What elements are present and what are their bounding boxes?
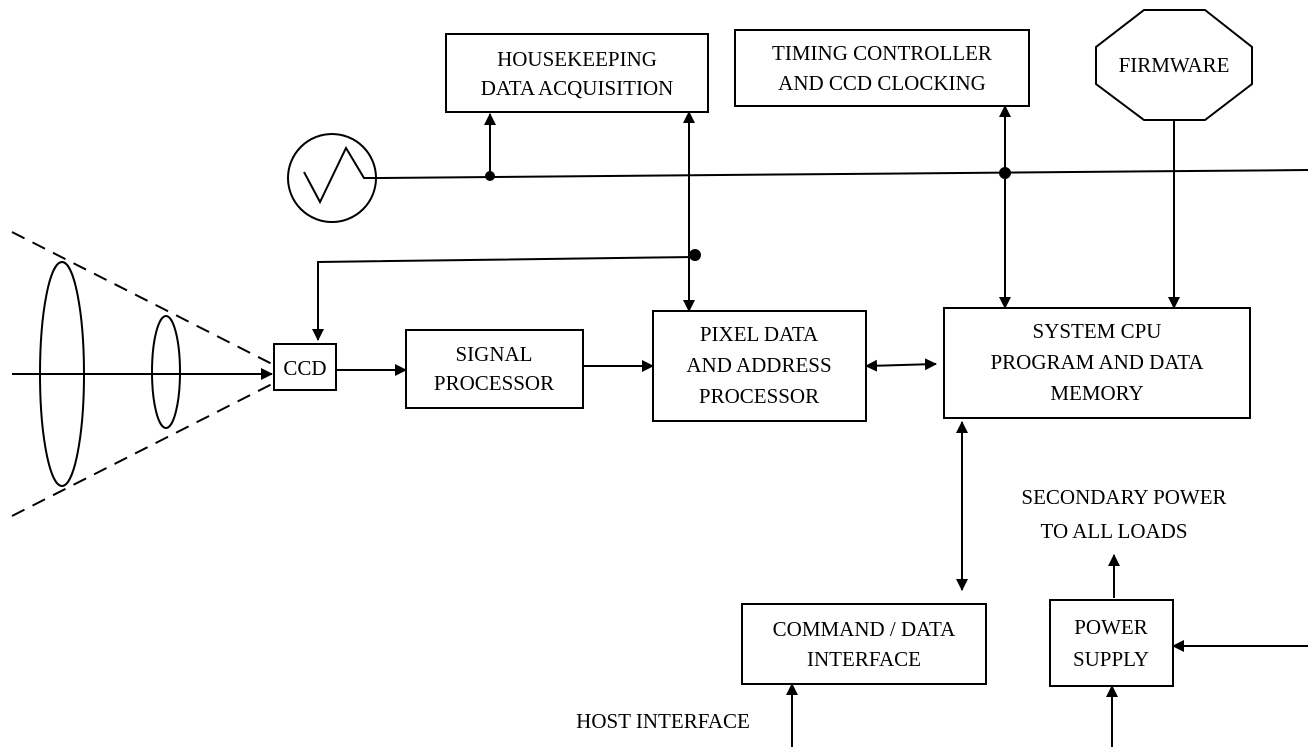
cpu-label-3: MEMORY xyxy=(1050,381,1143,405)
command-label-2: INTERFACE xyxy=(807,647,921,671)
ccd-label: CCD xyxy=(283,356,326,380)
command-interface-block: COMMAND / DATA INTERFACE xyxy=(741,603,987,685)
secondary-power-label-2: TO ALL LOADS xyxy=(1041,519,1188,543)
timing-controller-block: TIMING CONTROLLER AND CCD CLOCKING xyxy=(734,29,1030,107)
pixel-label-2: AND ADDRESS xyxy=(686,353,831,377)
pixel-label-1: PIXEL DATA xyxy=(700,322,819,346)
cpu-label-2: PROGRAM AND DATA xyxy=(990,350,1204,374)
signal-label-2: PROCESSOR xyxy=(434,371,554,395)
host-interface-label: HOST INTERFACE xyxy=(576,709,750,733)
cpu-label-1: SYSTEM CPU xyxy=(1033,319,1162,343)
pixel-to-cpu-link xyxy=(865,358,937,372)
cpu-block: SYSTEM CPU PROGRAM AND DATA MEMORY xyxy=(943,307,1251,419)
control-to-ccd xyxy=(312,256,696,341)
power-label-2: SUPPLY xyxy=(1073,647,1149,671)
main-bus xyxy=(375,169,1308,179)
bus-junction-timing xyxy=(999,167,1011,179)
housekeeping-block: HOUSEKEEPING DATA ACQUISITION xyxy=(445,33,709,113)
housekeeping-label-1: HOUSEKEEPING xyxy=(497,47,657,71)
command-label-1: COMMAND / DATA xyxy=(773,617,956,641)
power-label-1: POWER xyxy=(1074,615,1148,639)
ccd-block: CCD xyxy=(273,343,337,391)
pixel-label-3: PROCESSOR xyxy=(699,384,819,408)
pixel-processor-block: PIXEL DATA AND ADDRESS PROCESSOR xyxy=(652,310,867,422)
housekeeping-label-2: DATA ACQUISITION xyxy=(481,76,674,100)
secondary-power-label-1: SECONDARY POWER xyxy=(1021,485,1226,509)
timing-label-1: TIMING CONTROLLER xyxy=(772,41,992,65)
signal-label-1: SIGNAL xyxy=(456,342,533,366)
signal-processor-block: SIGNAL PROCESSOR xyxy=(405,329,584,409)
oscillator-icon xyxy=(287,133,377,223)
power-supply-block: POWER SUPPLY xyxy=(1049,599,1174,687)
timing-label-2: AND CCD CLOCKING xyxy=(778,71,986,95)
bus-junction-housekeeping xyxy=(485,171,495,181)
firmware-label: FIRMWARE xyxy=(1119,53,1230,77)
junction-ccd-control xyxy=(689,249,701,261)
firmware-block: FIRMWARE xyxy=(1095,9,1253,121)
